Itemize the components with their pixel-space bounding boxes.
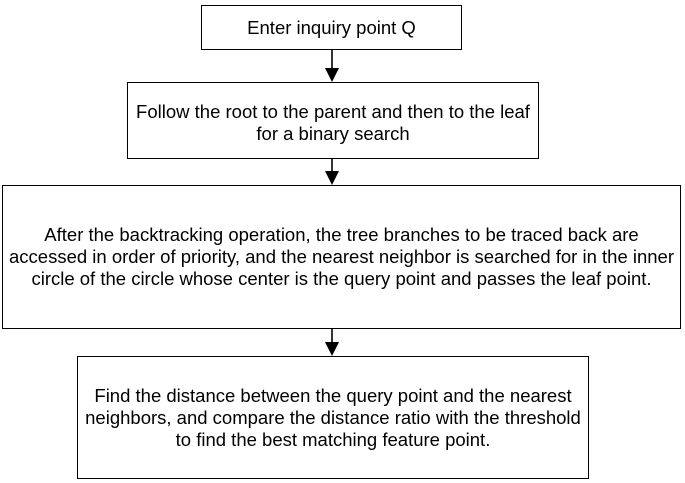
step-4-box: Find the distance between the query poin…: [77, 356, 589, 479]
step-4-text: Find the distance between the query poin…: [85, 384, 581, 450]
step-2-box: Follow the root to the parent and then t…: [127, 82, 539, 159]
arrow-3-to-4-head: [325, 342, 339, 356]
step-1-box: Enter inquiry point Q: [201, 5, 462, 50]
step-3-text: After the backtracking operation, the tr…: [9, 224, 675, 289]
step-2-text: Follow the root to the parent and then t…: [136, 100, 530, 144]
arrow-1-to-2-head: [325, 68, 339, 82]
arrow-2-to-3-head: [325, 171, 339, 185]
step-3-box: After the backtracking operation, the tr…: [2, 185, 681, 329]
step-1-text: Enter inquiry point Q: [247, 16, 416, 38]
